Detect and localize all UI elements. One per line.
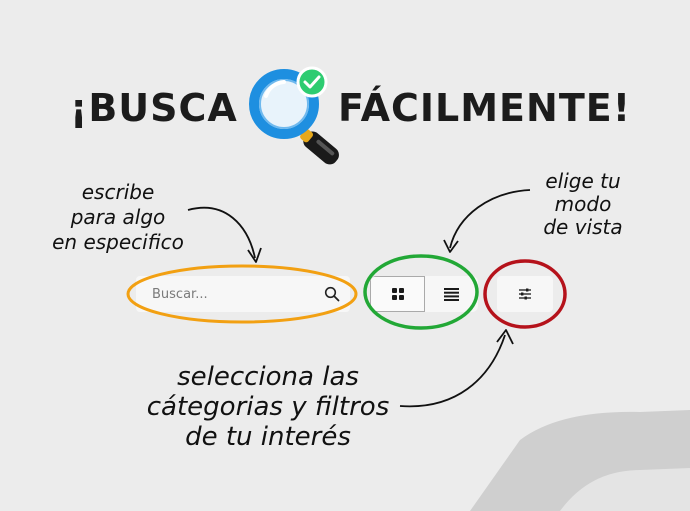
search-icon[interactable] <box>324 286 340 302</box>
list-view-button[interactable] <box>425 276 478 312</box>
filters-button[interactable] <box>497 276 553 312</box>
headline-left: ¡BUSCA <box>70 86 238 130</box>
view-mode-toggle <box>370 276 478 312</box>
view-hint-text: elige tu modo de vista <box>543 169 623 239</box>
search-bar <box>136 276 350 312</box>
headline-right: FÁCILMENTE! <box>338 86 632 130</box>
grid-view-icon <box>391 288 404 300</box>
grid-view-button[interactable] <box>370 276 425 312</box>
list-view-icon <box>444 287 459 301</box>
search-hint-text: escribe para algo en especifico <box>52 180 184 254</box>
search-input[interactable] <box>150 285 324 303</box>
filter-sliders-icon <box>519 288 531 300</box>
filter-hint-text: selecciona las cátegorias y filtros de t… <box>146 362 390 452</box>
